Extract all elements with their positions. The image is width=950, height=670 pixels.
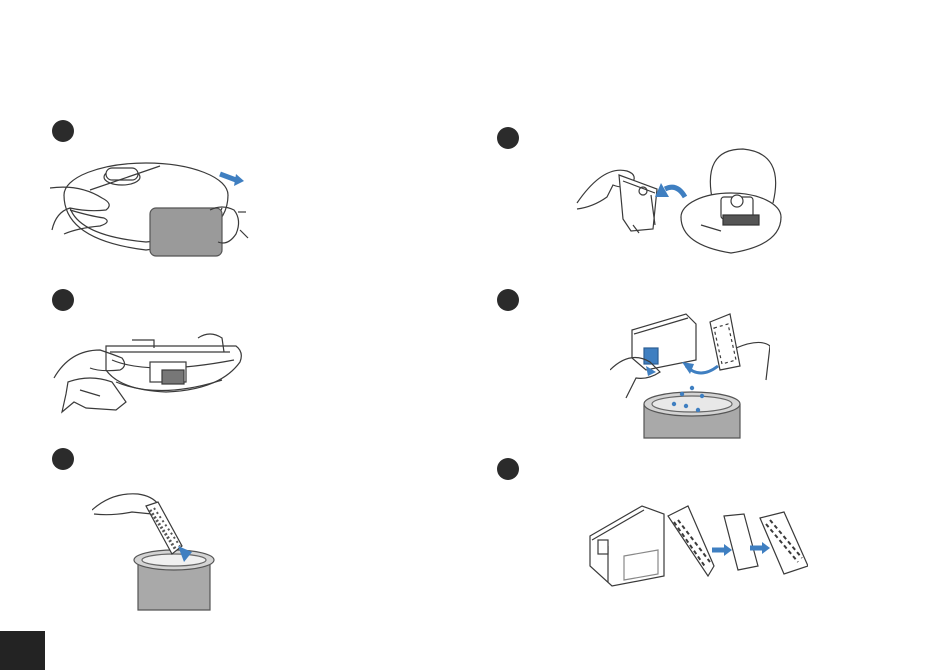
remove-dust-bin-illustration	[50, 150, 250, 265]
step-marker-5	[52, 448, 74, 470]
filter-assembly-illustration	[588, 496, 808, 588]
step-marker-4	[497, 289, 519, 311]
step-marker-6	[497, 458, 519, 480]
step-marker-2	[497, 127, 519, 149]
open-lid-illustration	[573, 145, 783, 263]
wipe-robot-illustration	[50, 330, 245, 415]
step-marker-3	[52, 289, 74, 311]
empty-dust-bin-illustration	[610, 310, 770, 440]
step-marker-1	[52, 120, 74, 142]
page-tab	[0, 631, 45, 670]
empty-filter-illustration	[92, 482, 217, 612]
